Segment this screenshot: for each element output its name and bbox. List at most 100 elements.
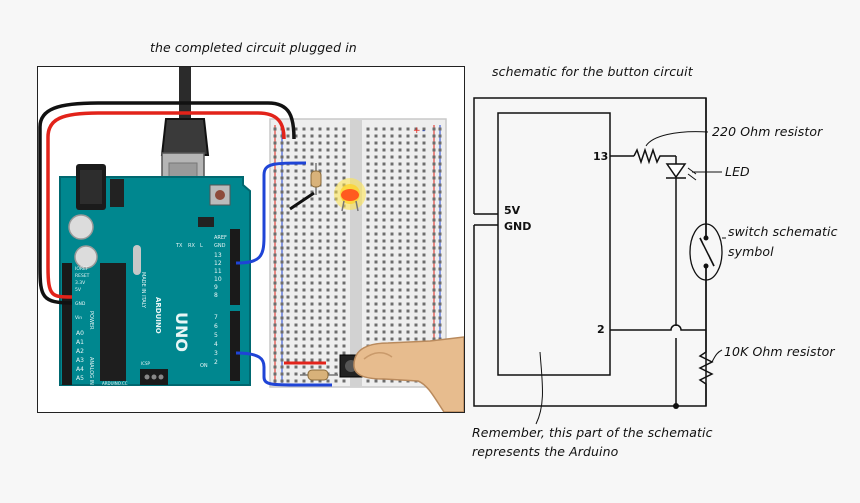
breadboard-hole [280,379,284,383]
breadboard-hole [406,190,410,194]
breadboard-hole [302,274,306,278]
breadboard-hole [286,302,290,306]
breadboard-hole [294,253,298,257]
breadboard-hole [422,239,426,243]
breadboard-hole [374,239,378,243]
breadboard-hole [310,218,314,222]
breadboard-hole [406,274,410,278]
breadboard-hole [326,176,330,180]
callout-arduino [535,351,543,425]
breadboard-hole [334,302,338,306]
breadboard-hole [398,148,402,152]
breadboard-hole [286,344,290,348]
breadboard-hole [334,239,338,243]
breadboard-hole [286,267,290,271]
breadboard-hole [302,239,306,243]
capacitor [74,245,98,269]
breadboard-hole [414,211,418,215]
breadboard-hole [390,260,394,264]
breadboard-hole [414,155,418,159]
breadboard-hole [382,253,386,257]
breadboard-hole [318,204,322,208]
breadboard-hole [374,148,378,152]
breadboard-hole [310,267,314,271]
breadboard-hole [310,302,314,306]
breadboard-hole [302,141,306,145]
breadboard-hole [374,127,378,131]
breadboard-hole [382,183,386,187]
breadboard-hole [414,218,418,222]
breadboard-hole [326,330,330,334]
breadboard-hole [280,274,284,278]
breadboard-hole [398,379,402,383]
breadboard-holes [273,127,442,383]
breadboard-hole [406,281,410,285]
breadboard-hole [280,288,284,292]
breadboard-hole [398,330,402,334]
breadboard-hole [342,337,346,341]
breadboard-hole [422,169,426,173]
breadboard-hole [398,134,402,138]
breadboard-hole [438,176,442,180]
breadboard-hole [422,176,426,180]
breadboard-hole [432,330,436,334]
breadboard-hole [310,379,314,383]
breadboard-hole [334,288,338,292]
breadboard-hole [326,253,330,257]
breadboard-hole [273,253,277,257]
breadboard-hole [438,337,442,341]
breadboard-hole [286,190,290,194]
breadboard-hole [422,148,426,152]
breadboard-hole [382,246,386,250]
breadboard-hole [318,288,322,292]
breadboard-hole [406,127,410,131]
breadboard-hole [342,155,346,159]
breadboard-hole [438,295,442,299]
breadboard-hole [390,281,394,285]
breadboard-hole [398,204,402,208]
breadboard-hole [318,302,322,306]
breadboard-hole [318,218,322,222]
breadboard-hole [398,183,402,187]
breadboard-hole [280,365,284,369]
breadboard-hole [432,176,436,180]
breadboard-hole [280,211,284,215]
label-220-resistor: 220 Ohm resistor [712,124,823,139]
breadboard-hole [374,169,378,173]
breadboard-hole [280,260,284,264]
breadboard-hole [318,190,322,194]
breadboard-hole [342,351,346,355]
breadboard-hole [273,351,277,355]
breadboard-hole [273,183,277,187]
breadboard-hole [390,323,394,327]
website-label: ARDUINO.CC [102,381,128,386]
breadboard-hole [326,288,330,292]
breadboard-hole [334,183,338,187]
breadboard-hole [326,197,330,201]
breadboard-hole [406,302,410,306]
callout-10k [711,349,723,363]
breadboard-hole [432,337,436,341]
breadboard-hole [382,141,386,145]
breadboard-hole [286,337,290,341]
breadboard-hole [438,260,442,264]
breadboard-hole [273,365,277,369]
breadboard-hole [326,379,330,383]
breadboard-hole [398,190,402,194]
breadboard-hole [374,330,378,334]
breadboard-hole [398,162,402,166]
breadboard-hole [334,379,338,383]
breadboard-hole [414,148,418,152]
breadboard-hole [286,281,290,285]
breadboard-hole [414,183,418,187]
breadboard-hole [382,316,386,320]
breadboard-hole [302,253,306,257]
breadboard-hole [280,176,284,180]
breadboard-hole [280,246,284,250]
breadboard-hole [366,316,370,320]
breadboard-hole [414,295,418,299]
breadboard-hole [438,302,442,306]
breadboard-hole [406,337,410,341]
breadboard-hole [294,127,298,131]
breadboard-hole [326,295,330,299]
